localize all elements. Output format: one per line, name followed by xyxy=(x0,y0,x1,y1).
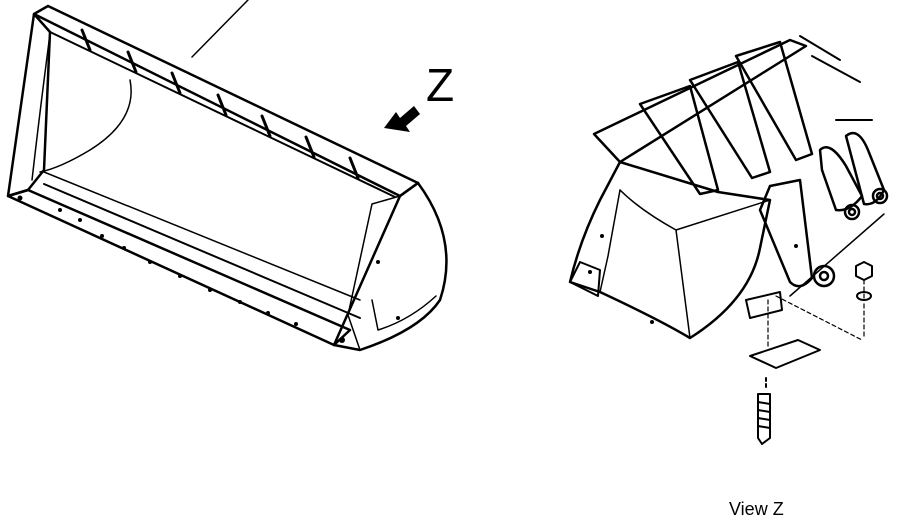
top-ribs xyxy=(638,40,814,196)
wear-plate xyxy=(749,339,821,369)
bottom-lip-line xyxy=(43,183,361,319)
left-side-plate xyxy=(6,12,52,198)
side-plate-right xyxy=(599,189,621,293)
bucket-back-curve xyxy=(39,79,132,173)
rear-plate xyxy=(592,38,808,164)
left-side-inner-curve xyxy=(31,33,51,181)
view-arrow xyxy=(384,106,420,132)
bolt-holes xyxy=(17,195,400,343)
upper-line-2 xyxy=(811,55,861,83)
bucket-right xyxy=(568,35,889,445)
right-side-inner xyxy=(347,195,401,351)
upper-line-1 xyxy=(799,35,841,61)
wear-plate-mount xyxy=(745,291,783,319)
bolt xyxy=(757,377,771,445)
leader-line xyxy=(191,0,249,58)
bucket-body xyxy=(568,160,772,340)
arrow-letter: Z xyxy=(426,59,455,111)
right-side-rib xyxy=(371,295,437,331)
pin-bosses xyxy=(812,187,889,288)
side-lug xyxy=(569,261,601,297)
rivets-right xyxy=(588,234,798,324)
washer xyxy=(856,291,872,301)
bottom-inner-line xyxy=(43,171,361,301)
bottom-lip xyxy=(6,188,352,347)
nut xyxy=(855,261,873,281)
right-side-plate xyxy=(332,181,448,352)
view-caption: View Z xyxy=(729,499,784,519)
edge-segments xyxy=(80,28,360,180)
body-front-face xyxy=(619,189,771,339)
pin-axis xyxy=(789,213,885,297)
assembly-lines xyxy=(767,279,865,347)
cutting-edge-plate xyxy=(32,4,420,198)
cutting-edge-inner xyxy=(49,31,396,198)
bucket-left xyxy=(6,0,448,352)
